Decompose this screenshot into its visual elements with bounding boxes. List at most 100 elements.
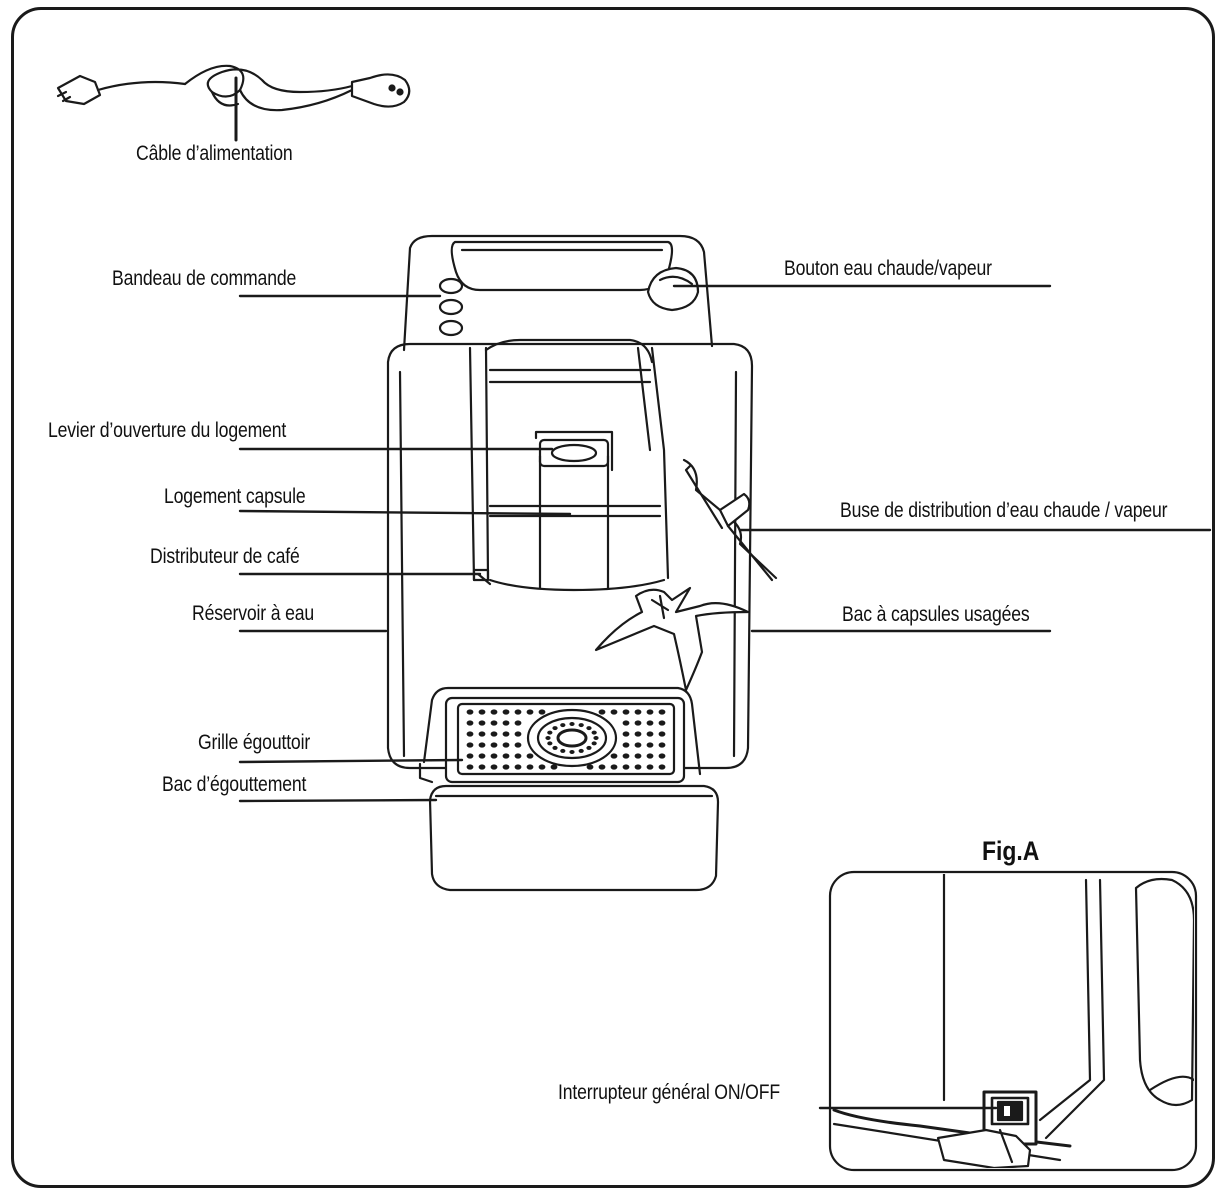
drip-grid-hole: [502, 764, 510, 770]
drip-grid-hole: [547, 730, 553, 735]
drip-grid-hole: [646, 720, 654, 726]
drip-grid-hole: [578, 723, 584, 728]
drip-grid-hole: [514, 720, 522, 726]
drip-grid-hole: [545, 736, 551, 740]
drip-grid-holes: [466, 709, 666, 770]
drip-grid-hole: [502, 720, 510, 726]
label-chamber-lever: Levier d’ouverture du logement: [48, 419, 287, 442]
label-drip-tray: Bac d’égouttement: [162, 773, 307, 796]
label-hot-water-steam-nozzle: Buse de distribution d’eau chaude / vape…: [840, 499, 1168, 522]
coffee-machine-body: [386, 234, 778, 892]
drip-grid-hole: [591, 730, 597, 735]
drip-grid-hole: [658, 742, 666, 748]
drip-grid-hole: [658, 731, 666, 737]
drip-grid-hole: [622, 731, 630, 737]
drip-grid-hole: [586, 726, 592, 731]
label-used-capsule-bin: Bac à capsules usagées: [842, 603, 1030, 626]
drip-grid-hole: [502, 753, 510, 759]
power-cable-drawing: [56, 64, 411, 142]
label-power-cable: Câble d’alimentation: [136, 142, 293, 165]
label-drip-grid: Grille égouttoir: [198, 731, 311, 754]
drip-grid-hole: [478, 720, 486, 726]
drip-grid-hole: [490, 731, 498, 737]
drip-grid-hole: [466, 742, 474, 748]
fig-a-title: Fig.A: [982, 836, 1040, 866]
drip-grid-hole: [526, 753, 534, 759]
drip-grid-hole: [490, 720, 498, 726]
drip-grid-hole: [478, 742, 486, 748]
drip-grid-hole: [634, 753, 642, 759]
drip-grid-hole: [490, 742, 498, 748]
drip-grid-hole: [478, 753, 486, 759]
drip-grid-hole: [646, 764, 654, 770]
drip-grid-hole: [547, 741, 553, 746]
fig-a-inset: [818, 870, 1198, 1172]
drip-grid-hole: [514, 753, 522, 759]
diagram-frame: [11, 7, 1215, 1188]
drip-grid-hole: [610, 764, 618, 770]
drip-grid-hole: [598, 764, 606, 770]
leader-lines: [238, 284, 1212, 803]
drip-grid-hole: [514, 764, 522, 770]
drip-grid-hole: [466, 764, 474, 770]
drip-grid-hole: [646, 753, 654, 759]
drip-grid-hole: [646, 709, 654, 715]
drip-grid-hole: [538, 709, 546, 715]
drip-grid-hole: [478, 764, 486, 770]
drip-grid-hole: [526, 709, 534, 715]
drip-grid-hole: [490, 709, 498, 715]
drip-grid-hole: [610, 753, 618, 759]
drip-grid-hole: [490, 764, 498, 770]
drip-grid-hole: [658, 753, 666, 759]
drip-grid-hole: [526, 764, 534, 770]
drip-grid-hole: [658, 764, 666, 770]
drip-grid-hole: [502, 742, 510, 748]
drip-grid-hole: [591, 741, 597, 746]
drip-grid-hole: [634, 742, 642, 748]
drip-grid-hole: [538, 764, 546, 770]
drip-grid-hole: [646, 731, 654, 737]
drip-grid-hole: [610, 709, 618, 715]
drip-grid-hole: [466, 731, 474, 737]
drip-grid-hole: [622, 742, 630, 748]
drip-grid-hole: [466, 720, 474, 726]
drip-grid-hole: [478, 709, 486, 715]
drip-grid-hole: [578, 748, 584, 753]
drip-grid-hole: [658, 709, 666, 715]
drip-grid-hole: [514, 709, 522, 715]
drip-grid-hole: [552, 726, 558, 731]
drip-grid-hole: [598, 709, 606, 715]
drip-grid-hole: [622, 709, 630, 715]
label-control-panel: Bandeau de commande: [112, 267, 297, 290]
drip-grid-hole: [478, 731, 486, 737]
drip-grid-hole: [634, 709, 642, 715]
drip-grid-hole: [560, 748, 566, 753]
label-hot-water-steam-knob: Bouton eau chaude/vapeur: [784, 257, 992, 280]
drip-grid-hole: [552, 745, 558, 750]
label-main-switch: Interrupteur général ON/OFF: [558, 1081, 780, 1104]
drip-grid-hole: [490, 753, 498, 759]
drip-grid-hole: [466, 709, 474, 715]
drip-grid-hole: [514, 731, 522, 737]
drip-grid-hole: [569, 750, 575, 754]
drip-grid-hole: [586, 745, 592, 750]
drip-grid-hole: [466, 753, 474, 759]
drip-grid-hole: [550, 764, 558, 770]
drip-grid-hole: [502, 731, 510, 737]
drip-grid-hole: [560, 723, 566, 728]
label-capsule-chamber: Logement capsule: [164, 485, 306, 508]
drip-grid-hole: [622, 753, 630, 759]
drip-grid-hole: [634, 764, 642, 770]
drip-grid-hole: [634, 720, 642, 726]
drip-grid-hole: [646, 742, 654, 748]
drip-grid-hole: [569, 722, 575, 726]
drip-grid-hole: [622, 764, 630, 770]
drip-grid-hole: [658, 720, 666, 726]
drip-grid-hole: [593, 736, 599, 740]
drip-grid-hole: [586, 764, 594, 770]
drip-grid-hole: [502, 709, 510, 715]
label-coffee-dispenser: Distributeur de café: [150, 545, 300, 568]
drip-grid-hole: [634, 731, 642, 737]
label-water-tank: Réservoir à eau: [192, 602, 315, 625]
drip-grid-hole: [622, 720, 630, 726]
